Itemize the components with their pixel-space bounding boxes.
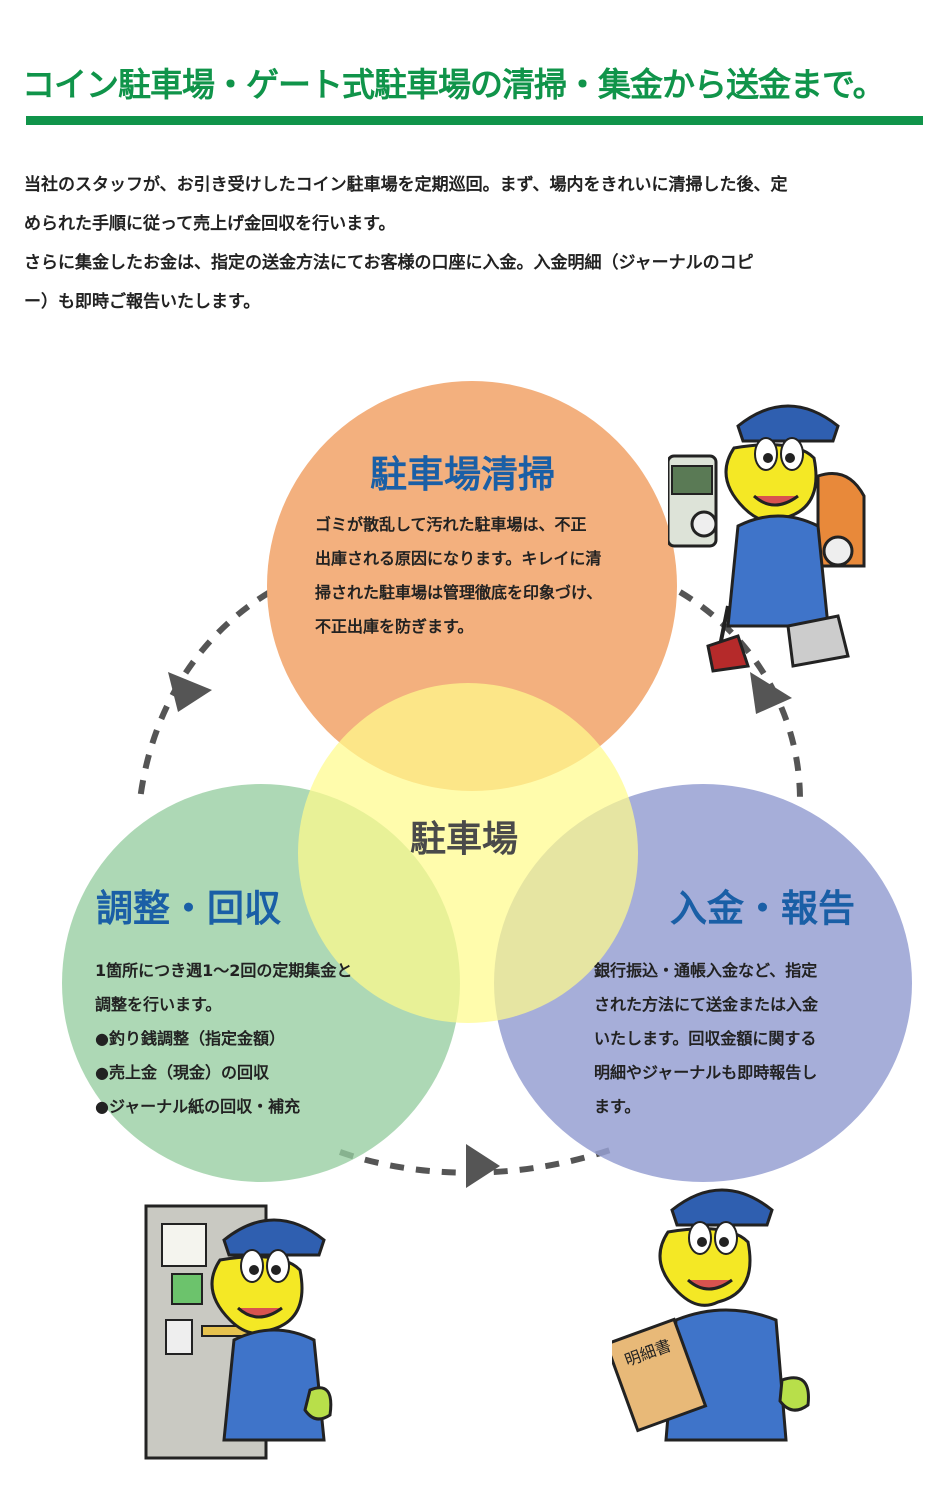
mascot-cleaning-illustration [668,404,866,673]
collection-description: 1箇所につき週1～2回の定期集金と 調整を行います。 ●釣り銭調整（指定金額） … [95,954,425,1124]
intro-line: 当社のスタッフが、お引き受けしたコイン駐車場を定期巡回。まず、場内をきれいに清掃… [24,175,788,195]
deposit-title: 入金・報告 [670,887,855,930]
dashed-arc-right [678,589,803,801]
arrow-head-left [168,672,212,712]
deposit-line: された方法にて送金または入金 [594,995,819,1014]
cleaning-line: ゴミが散乱して汚れた駐車場は、不正 [315,515,587,534]
arrow-head-bottom [466,1144,500,1188]
deposit-line: 銀行振込・通帳入金など、指定 [594,961,818,980]
cleaning-line: 掃された駐車場は管理徹底を印象づけ、 [315,583,603,602]
headline-underline [26,116,923,125]
center-label: 駐車場 [410,819,519,860]
intro-line: められた手順に従って売上げ金回収を行います。 [24,214,396,234]
collection-line: 1箇所につき週1～2回の定期集金と [95,961,353,980]
deposit-line: いたします。回収金額に関する [594,1029,817,1048]
cleaning-description: ゴミが散乱して汚れた駐車場は、不正 出庫される原因になります。キレイに清 掃され… [315,508,655,644]
collection-line: ●釣り銭調整（指定金額） [95,1029,285,1048]
intro-text: 当社のスタッフが、お引き受けしたコイン駐車場を定期巡回。まず、場内をきれいに清掃… [24,166,934,322]
arrow-head-right [750,672,792,714]
dashed-arc-left [137,589,272,801]
collection-line: ●売上金（現金）の回収 [95,1063,269,1082]
deposit-description: 銀行振込・通帳入金など、指定 された方法にて送金または入金 いたします。回収金額… [594,954,874,1124]
deposit-line: ます。 [594,1097,641,1116]
cleaning-line: 不正出庫を防ぎます。 [315,617,474,636]
collection-title: 調整・回収 [96,887,281,930]
cleaning-title: 駐車場清掃 [370,453,555,496]
cycle-arrows [137,589,803,1188]
cleaning-line: 出庫される原因になります。キレイに清 [315,549,602,568]
deposit-line: 明細やジャーナルも即時報告し [594,1063,818,1082]
intro-line: ー）も即時ご報告いたします。 [24,292,261,312]
mascot-report-illustration: 明細書 [612,1188,810,1442]
workflow-diagram: 駐車場清掃 ゴミが散乱して汚れた駐車場は、不正 出庫される原因になります。キレイ… [0,360,950,1500]
page-headline: コイン駐車場・ゲート式駐車場の清掃・集金から送金まで。 [22,65,886,104]
center-circle [298,683,638,1023]
collection-line: ●ジャーナル紙の回収・補充 [95,1097,301,1116]
mascot-collection-illustration [144,1204,333,1460]
intro-line: さらに集金したお金は、指定の送金方法にてお客様の口座に入金。入金明細（ジャーナル… [24,253,754,273]
collection-line: 調整を行います。 [95,995,222,1014]
